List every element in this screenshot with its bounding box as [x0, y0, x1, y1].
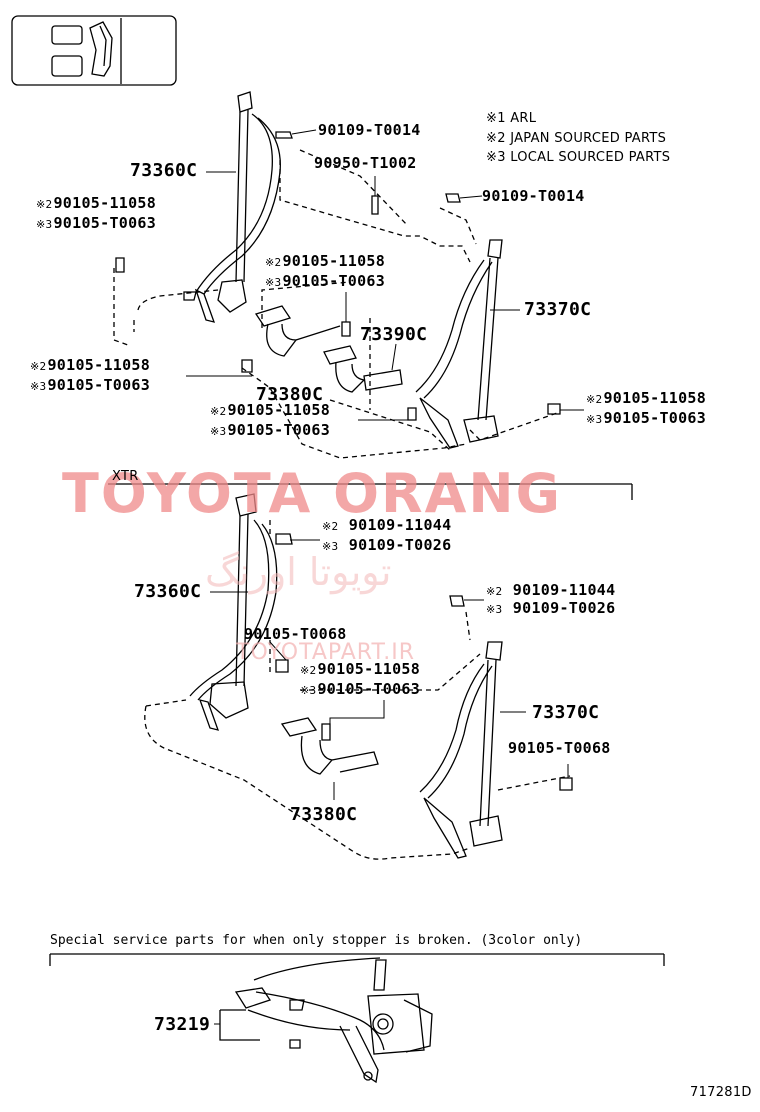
upper-seat-outline: [113, 160, 471, 459]
section-label-xtr: XTR: [112, 469, 139, 484]
mark-2: ※2: [300, 664, 317, 677]
special-service-caption: Special service parts for when only stop…: [50, 933, 583, 948]
mark-2: ※2: [486, 585, 503, 598]
mark-3: ※3: [30, 380, 47, 393]
upper-right-bolt-local[interactable]: ※390105-T0063: [586, 409, 707, 427]
mark-2: ※2: [210, 405, 227, 418]
lower-part-73370c[interactable]: 73370C: [532, 702, 600, 723]
mark-2: ※2: [322, 520, 339, 533]
upper-low-left-bolt-japan[interactable]: ※290105-11058: [30, 356, 151, 374]
lower-right-bolt-japan[interactable]: ※2 90109-11044: [486, 581, 616, 599]
upper-right-bolt-japan[interactable]: ※290105-11058: [586, 389, 707, 407]
mark-3: ※3: [265, 276, 282, 289]
mark-2: ※2: [36, 198, 53, 211]
mark-3: ※3: [322, 540, 339, 553]
lower-part-90105-t0068-a[interactable]: 90105-T0068: [244, 625, 347, 643]
mark-3: ※3: [36, 218, 53, 231]
upper-left-bolt-japan[interactable]: ※290105-11058: [36, 194, 157, 212]
mark-3: ※3: [210, 425, 227, 438]
mark-3: ※3: [586, 413, 603, 426]
mark-2: ※2: [586, 393, 603, 406]
upper-part-73370c[interactable]: 73370C: [524, 299, 592, 320]
upper-assembly: [113, 91, 561, 459]
lower-seat-outline: [144, 705, 471, 860]
lower-top-bolt-japan[interactable]: ※2 90109-11044: [322, 516, 452, 534]
note-arl: ※1 ARL: [486, 111, 537, 126]
lower-mid-bolt-japan[interactable]: ※290105-11058: [300, 660, 421, 678]
upper-low-mid-bolt-local[interactable]: ※390105-T0063: [210, 421, 331, 439]
lower-part-73380c[interactable]: 73380C: [290, 804, 358, 825]
watermark-persian: تویوتا اورنگ: [205, 550, 392, 594]
upper-part-90109-t0014-a[interactable]: 90109-T0014: [318, 121, 421, 139]
leader-lines: [186, 129, 584, 1025]
lower-right-bolt-local[interactable]: ※3 90109-T0026: [486, 599, 616, 617]
mark-2: ※2: [30, 360, 47, 373]
upper-mid-bolt-local[interactable]: ※390105-T0063: [265, 272, 386, 290]
upper-part-90950-t1002[interactable]: 90950-T1002: [314, 154, 417, 172]
mark-3: ※3: [486, 603, 503, 616]
lower-part-73360c[interactable]: 73360C: [134, 581, 202, 602]
watermark-main: TOYOTA ORANG: [62, 462, 562, 525]
upper-part-73380c[interactable]: 73380C: [256, 384, 324, 405]
lower-mid-bolt-local[interactable]: ※390105-T0063: [300, 680, 421, 698]
stopper-section: [49, 953, 665, 1084]
upper-low-mid-bolt-japan[interactable]: ※290105-11058: [210, 401, 331, 419]
vehicle-locator-icon: [11, 15, 177, 86]
upper-left-bolt-local[interactable]: ※390105-T0063: [36, 214, 157, 232]
watermark-site: TOYOTAPART.IR: [236, 640, 416, 665]
bottom-part-73219[interactable]: 73219: [154, 1014, 211, 1035]
upper-part-73390c[interactable]: 73390C: [360, 324, 428, 345]
lower-top-bolt-local[interactable]: ※3 90109-T0026: [322, 536, 452, 554]
figure-id: 717281D: [690, 1085, 752, 1100]
xtr-divider: [108, 483, 633, 500]
lower-part-90105-t0068-b[interactable]: 90105-T0068: [508, 739, 611, 757]
upper-part-73360c[interactable]: 73360C: [130, 160, 198, 181]
upper-part-90109-t0014-b[interactable]: 90109-T0014: [482, 187, 585, 205]
lower-assembly: [144, 493, 573, 860]
upper-mid-bolt-japan[interactable]: ※290105-11058: [265, 252, 386, 270]
note-local: ※3 LOCAL SOURCED PARTS: [486, 150, 671, 165]
mark-3: ※3: [300, 684, 317, 697]
upper-low-left-bolt-local[interactable]: ※390105-T0063: [30, 376, 151, 394]
note-japan: ※2 JAPAN SOURCED PARTS: [486, 131, 667, 146]
mark-2: ※2: [265, 256, 282, 269]
